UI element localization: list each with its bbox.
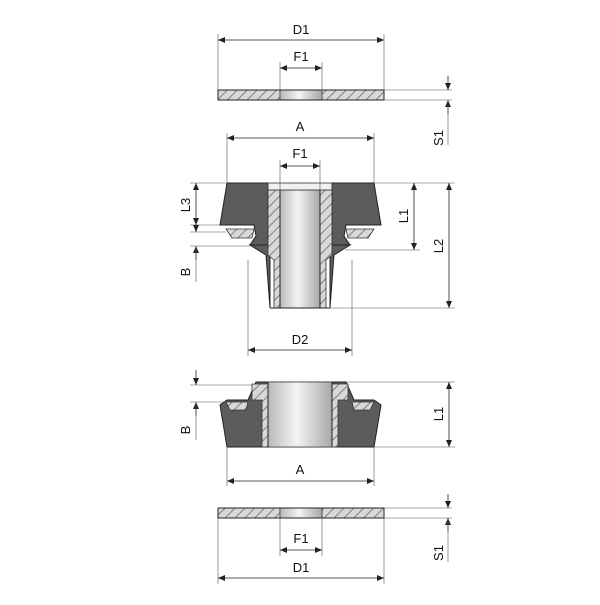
top-s1-label: S1 (431, 130, 446, 146)
ring-b-label: B (178, 426, 193, 435)
flanged-ring: B L1 A (178, 370, 455, 486)
sleeve-bore (279, 189, 321, 309)
top-f1-label: F1 (293, 49, 308, 64)
mid-b-label: B (178, 268, 193, 277)
bottom-washer-hole (279, 507, 323, 519)
top-washer-hole (279, 89, 323, 101)
top-washer-right-section (321, 89, 385, 101)
ring-a-label: A (296, 462, 305, 477)
mid-l3-label: L3 (178, 198, 193, 212)
ring-l1-label: L1 (431, 407, 446, 421)
mid-l2-label: L2 (431, 239, 446, 253)
mid-d2-label: D2 (292, 332, 309, 347)
bottom-washer-right-section (321, 507, 385, 519)
bottom-washer: F1 D1 S1 (217, 494, 452, 584)
top-washer-left-section (217, 89, 281, 101)
bottom-washer-left-section (217, 507, 281, 519)
top-washer: D1 F1 S1 (217, 22, 452, 146)
mid-a-label: A (296, 119, 305, 134)
mid-f1-label: F1 (292, 146, 307, 161)
bottom-d1-label: D1 (293, 560, 310, 575)
ring-bore (267, 381, 333, 448)
bottom-f1-label: F1 (293, 531, 308, 546)
top-d1-label: D1 (293, 22, 310, 37)
mid-l1-label: L1 (396, 209, 411, 223)
bottom-s1-label: S1 (431, 545, 446, 561)
flanged-bushing: A F1 L3 B L1 L2 D2 (178, 119, 455, 356)
